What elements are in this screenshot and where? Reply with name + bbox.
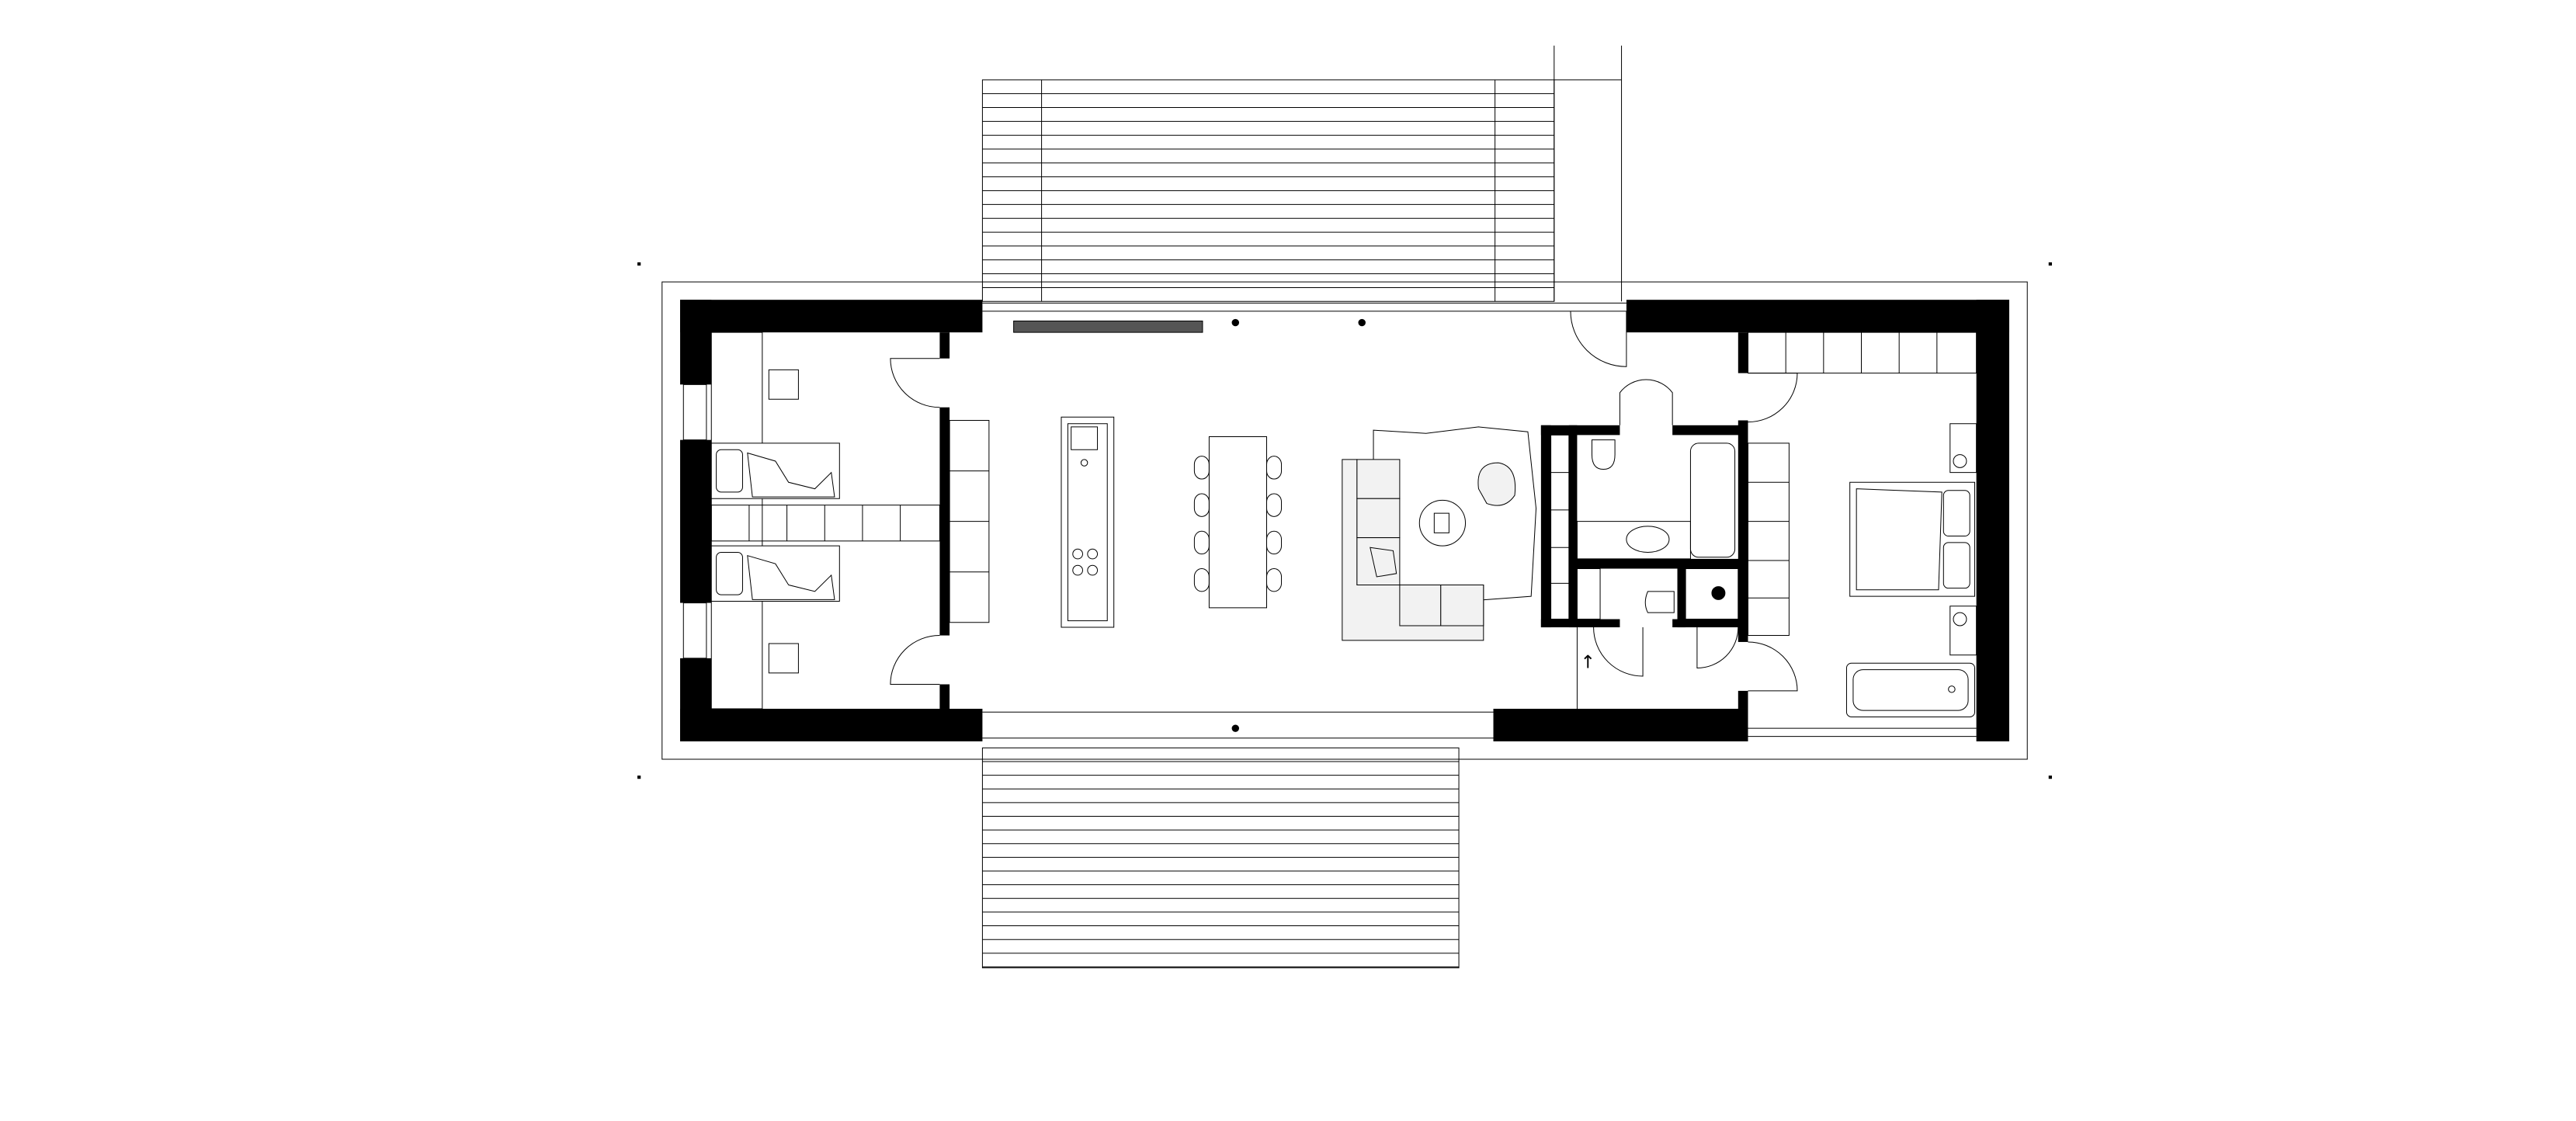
deck-bottom <box>982 748 1459 967</box>
kitchen-island <box>1061 417 1114 627</box>
pillow <box>1943 543 1970 588</box>
door-swing <box>890 359 939 408</box>
shelf <box>1748 443 1790 636</box>
bathtub <box>1846 663 1974 717</box>
blanket <box>748 453 835 497</box>
technical-room <box>1686 568 1738 619</box>
bed <box>711 546 839 601</box>
downlight <box>1232 319 1238 325</box>
downlight <box>1232 725 1238 731</box>
corner-markers <box>637 262 2052 779</box>
door-swing <box>1748 642 1797 691</box>
door-swing <box>1748 373 1797 422</box>
sink-icon <box>1071 427 1098 449</box>
blanket <box>1856 489 1942 590</box>
stair-arrow: ↑ <box>1581 652 1596 673</box>
bedroom-right <box>1748 332 1977 717</box>
double-bed <box>1850 482 1975 596</box>
washbasin <box>1626 526 1669 553</box>
roof-outline <box>662 282 2027 759</box>
dining-table <box>1209 436 1266 607</box>
wardrobe <box>1748 332 1977 373</box>
toilet-icon <box>1645 592 1674 613</box>
storage-cabinet <box>1551 435 1569 619</box>
pillow <box>1943 491 1970 536</box>
coffee-table <box>1419 500 1465 546</box>
wardrobe <box>711 332 762 709</box>
shelf-strip <box>711 505 939 541</box>
sofa <box>1342 460 1484 640</box>
lounge-chair <box>1478 463 1515 505</box>
toilet-icon <box>1592 440 1615 470</box>
nightstand <box>769 644 798 673</box>
living-kitchen <box>950 319 1536 731</box>
door-swing <box>1697 627 1738 668</box>
nightstand <box>769 370 798 399</box>
door-swing <box>1594 627 1643 676</box>
pillow <box>717 553 743 595</box>
person-icon <box>1370 547 1397 577</box>
deck-outline <box>982 748 1459 967</box>
wall-cabinet <box>950 421 989 623</box>
entrance-door <box>1571 311 1626 366</box>
cooktop-icon <box>1073 549 1098 575</box>
bathroom <box>1551 380 1738 709</box>
linear-heater <box>1014 321 1203 332</box>
bathtub <box>1690 443 1734 557</box>
deck-top <box>982 80 1554 301</box>
downlight <box>1359 319 1365 325</box>
window-glazing <box>683 303 1976 738</box>
blanket <box>748 556 835 600</box>
nightstand <box>1950 606 1977 655</box>
dining-chairs <box>1194 456 1281 592</box>
pillow <box>717 449 743 492</box>
bed <box>711 443 839 498</box>
shower <box>1577 568 1600 619</box>
nightstand <box>1950 424 1977 473</box>
bedroom-left <box>711 332 939 709</box>
door-swing <box>890 636 939 685</box>
door-swing <box>1620 380 1672 425</box>
